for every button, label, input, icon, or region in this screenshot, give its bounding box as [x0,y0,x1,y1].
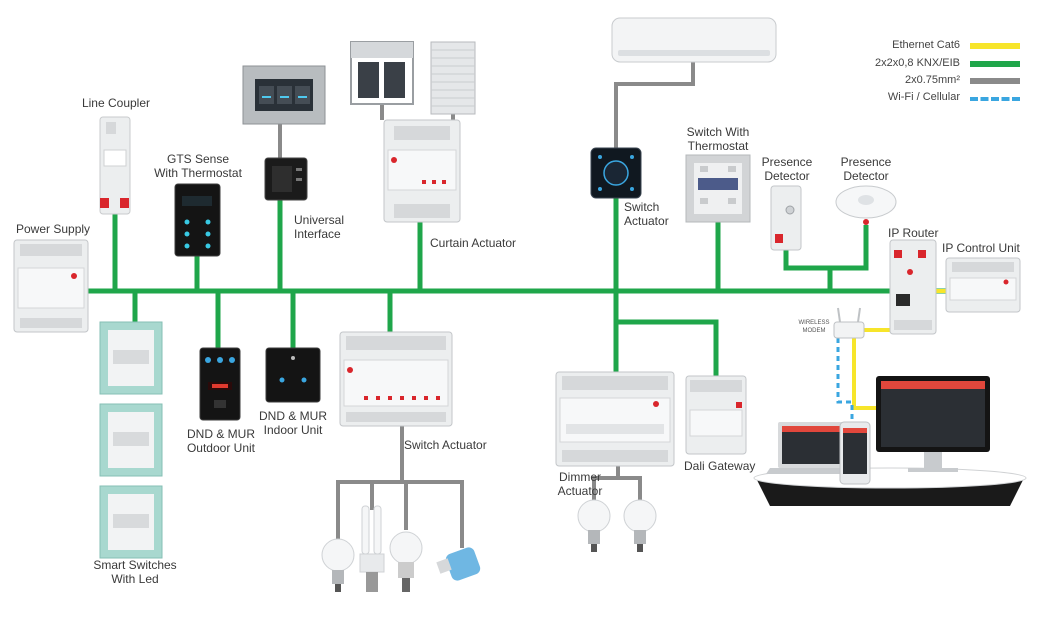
label-presence-a-2: Detector [764,169,810,183]
label-wireless-2: MODEM [802,328,826,334]
legend-swatch [970,43,1020,49]
label-ip-control-unit: IP Control Unit [942,241,1020,255]
wall-switch-panel [242,65,326,125]
wire-bulb-4 [402,480,464,548]
universal-interface-device [264,157,308,201]
switch-actuator-bottom-device [339,331,453,427]
wireless-modem-device [833,307,865,339]
air-conditioner-icon [611,17,777,63]
label-gts-sense-2: With Thermostat [154,166,242,180]
light-bulbs-group [321,505,481,592]
label-universal-2: Interface [294,227,341,241]
label-presence-b-2: Detector [843,169,889,183]
legend-swatch [970,61,1020,67]
label-power-supply: Power Supply [16,222,91,236]
smartphone-device [839,421,871,485]
presence-detector-ceiling [835,185,897,225]
legend-label: Ethernet Cat6 [892,39,960,51]
spot-bulb-icon [436,547,481,581]
label-dnd-indoor-1: DND & MUR [259,409,327,423]
power-supply-device [13,239,89,333]
label-switch-thermostat-1: Switch With [686,125,750,139]
legend-swatch [970,97,1020,101]
label-presence-b-1: Presence [840,155,892,169]
legend-label: 2x2x0,8 KNX/EIB [875,57,960,69]
dimmer-actuator-device [555,371,675,467]
wire-dimmer-bulb-1 [592,466,620,500]
power-wires [278,62,695,548]
knx-bus-wires [88,198,948,376]
wifi-links [836,338,854,425]
gts-sense-panel [174,183,221,257]
label-dnd-indoor-2: Indoor Unit [263,423,323,437]
wire-modem-pc [852,338,876,410]
label-line-coupler: Line Coupler [81,96,151,110]
wire-dali-gateway [616,319,719,376]
legend-item-power: 2x0.75mm² [840,73,1030,89]
label-ip-router: IP Router [888,226,939,240]
led-bulb-icon [389,531,423,592]
label-universal-1: Universal [294,213,345,227]
wire-dimmer-bulb-2 [618,476,642,500]
label-curtain-actuator: Curtain Actuator [430,236,517,250]
line-coupler-device [99,116,131,215]
wifi-link-devices [836,338,854,425]
label-wireless-1: WIRELESS [798,320,830,326]
legend-label: 2x0.75mm² [904,74,960,86]
ip-router-device [889,239,937,335]
label-dnd-outdoor-1: DND & MUR [187,427,255,441]
label-switch-actuator-bottom: Switch Actuator [404,438,487,452]
legend-swatch [970,78,1020,84]
label-switch-actuator-top-1: Switch [624,200,660,214]
label-smart-switches-2: With Led [111,572,159,586]
legend-item-ethernet: Ethernet Cat6 [840,38,1030,54]
cfl-bulb-icon [359,505,385,592]
window-icon [350,41,414,105]
legend-item-wifi: Wi-Fi / Cellular [840,90,1030,106]
label-dali-gateway: Dali Gateway [684,459,756,473]
dnd-outdoor-panel [199,347,241,421]
label-smart-switches-1: Smart Switches [93,558,177,572]
curtain-actuator-device [383,119,461,223]
presence-detector-din [770,185,802,251]
dali-gateway-device [685,375,747,455]
dimmer-bulbs [577,499,657,552]
label-dimmer-1: Dimmer [559,470,601,484]
smart-switch-stack [99,321,163,559]
switch-thermostat-panel [685,154,751,223]
dnd-indoor-panel [265,347,321,403]
switch-actuator-top-panel [590,147,642,199]
legend-label: Wi-Fi / Cellular [887,91,960,103]
label-switch-actuator-top-2: Actuator [624,214,669,228]
ip-control-unit-device [945,257,1021,313]
desktop-monitor [876,376,990,472]
wire-ac-unit [614,62,695,148]
label-switch-thermostat-2: Thermostat [687,139,749,153]
bulb-icon [321,538,355,592]
blind-icon [430,41,476,115]
label-dimmer-2: Actuator [557,484,603,498]
laptop-device [766,422,858,474]
wire-presence-detectors [783,225,869,271]
legend-item-knx: 2x2x0,8 KNX/EIB [840,56,1030,72]
label-gts-sense-1: GTS Sense [166,152,230,166]
label-presence-a-1: Presence [761,155,813,169]
label-dnd-outdoor-2: Outdoor Unit [186,441,256,455]
